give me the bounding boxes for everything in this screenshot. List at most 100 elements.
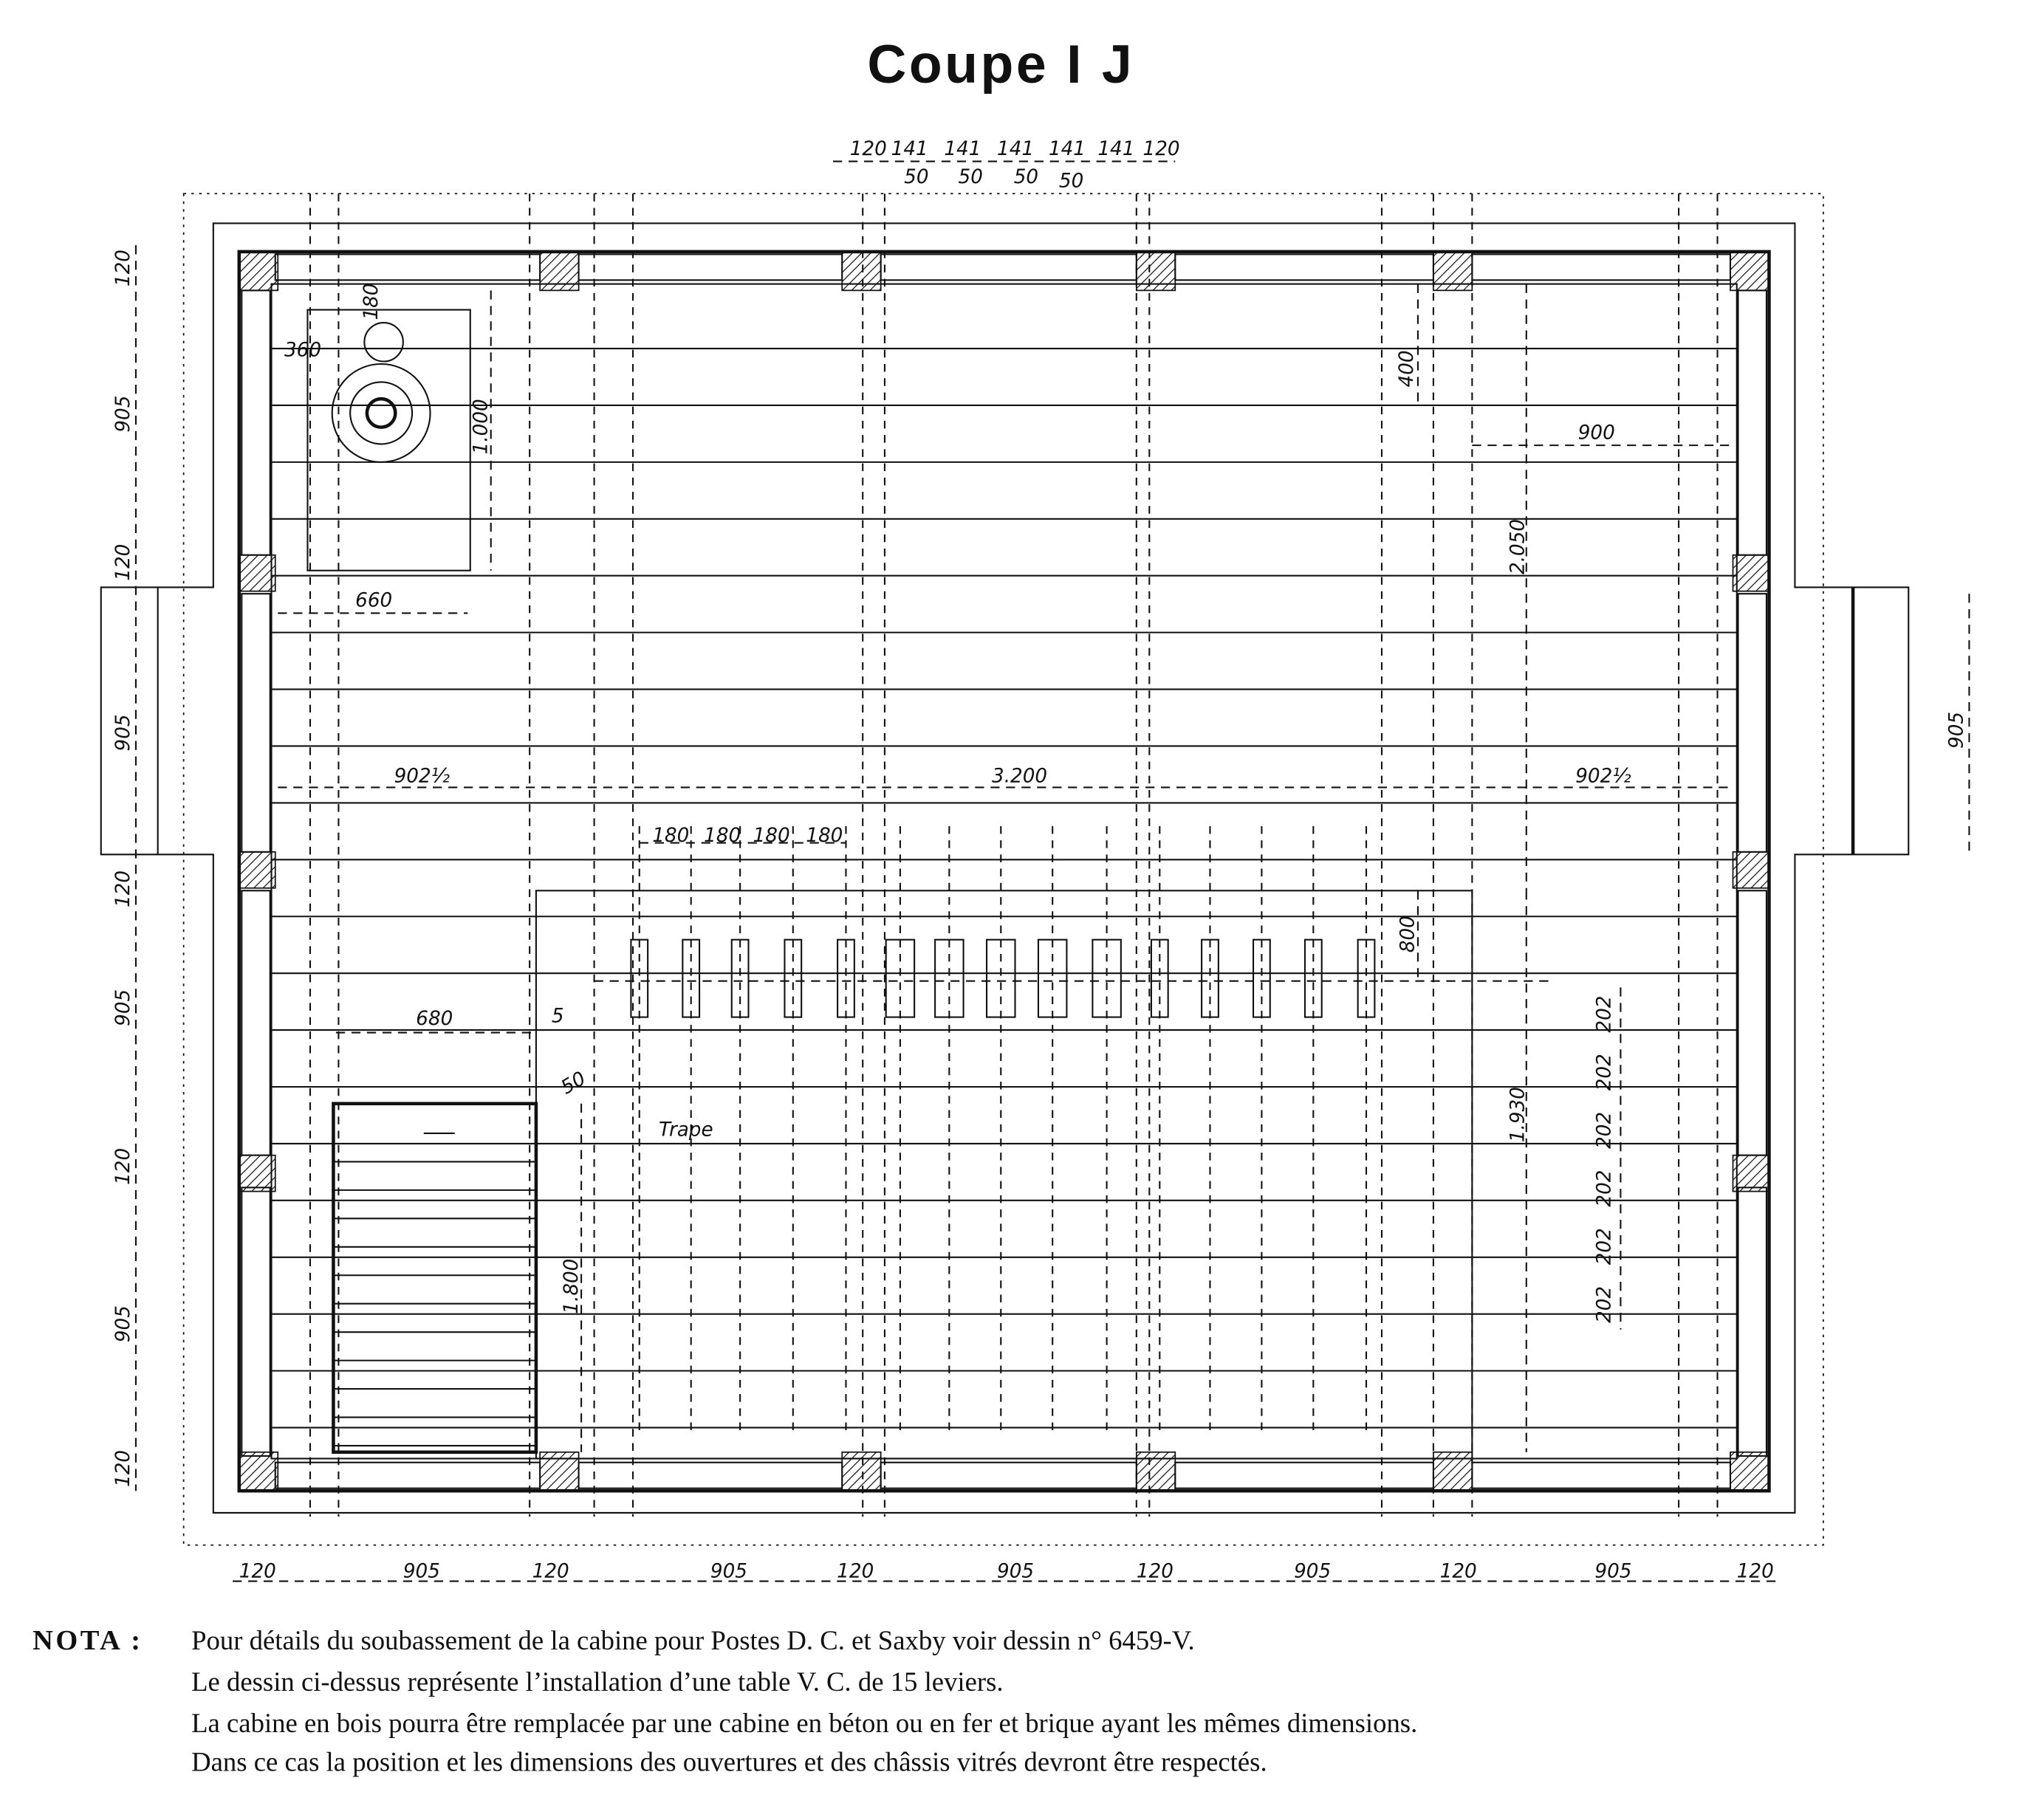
- corner-post: [539, 251, 580, 292]
- dim-label: 905: [1294, 1560, 1331, 1582]
- dim-label: 660: [355, 590, 392, 612]
- window-frame-top: [578, 253, 843, 281]
- window-frame-bottom: [274, 1461, 541, 1489]
- window-frame-bottom: [1174, 1461, 1434, 1489]
- lever-icon: [730, 938, 750, 1018]
- corner-post: [238, 251, 279, 292]
- corner-post: [841, 251, 882, 292]
- stove-pipe-icon: [363, 322, 404, 363]
- corner-post: [1730, 1451, 1770, 1492]
- dim-label: 1.800: [561, 1259, 583, 1314]
- window-frame-right: [1737, 1187, 1768, 1457]
- stove-area: [306, 309, 471, 571]
- dim-label: 141: [1049, 138, 1086, 160]
- dim-label: 202: [1593, 1170, 1615, 1207]
- dim-label: 905: [1594, 1560, 1631, 1582]
- lever-icon: [837, 938, 855, 1018]
- dim-label: 50: [959, 166, 983, 188]
- wall-post: [238, 554, 276, 592]
- lever-icon: [1357, 938, 1376, 1018]
- interior-dimensions: 180 360 1.000 660 902½ 3.200 902½ 180 18…: [278, 284, 1731, 1452]
- dim-label: 50: [558, 1068, 590, 1099]
- dim-label: 50: [1014, 166, 1038, 188]
- window-frame-top: [880, 253, 1137, 281]
- dim-label: 905: [112, 1305, 134, 1342]
- dim-label: 120: [1440, 1560, 1477, 1582]
- dim-label: 141: [1097, 138, 1134, 160]
- window-frame-right: [1737, 289, 1768, 556]
- dim-label: 120: [837, 1560, 874, 1582]
- window-frame-top: [274, 253, 541, 281]
- dim-label: 141: [997, 138, 1034, 160]
- dim-label: 2.050: [1507, 519, 1529, 574]
- outer-wall: [237, 250, 1771, 1493]
- corner-post: [238, 1451, 279, 1492]
- dim-label: 180: [360, 284, 383, 320]
- nota-line: La cabine en bois pourra être remplacée …: [191, 1708, 1417, 1738]
- window-frame-left: [241, 593, 271, 853]
- window-frame-right: [1737, 890, 1768, 1156]
- dim-label: 905: [1946, 712, 1968, 749]
- cabin-outline: [100, 222, 1910, 1514]
- window-frame-bottom: [880, 1461, 1137, 1489]
- lever-icon: [1150, 938, 1169, 1018]
- dim-label: 400: [1396, 350, 1418, 387]
- dim-label: 202: [1593, 1054, 1615, 1091]
- wall-post: [1732, 1154, 1770, 1192]
- left-dimensions: 120 905 120 905 120 905 120 905 120: [112, 250, 134, 1487]
- dim-label: 905: [112, 396, 134, 433]
- dim-label: 120: [850, 138, 887, 160]
- dim-label: 120: [112, 1148, 134, 1185]
- dim-label: 180: [753, 825, 790, 847]
- dim-label: 905: [710, 1560, 747, 1582]
- stove: [306, 309, 471, 571]
- dim-label: 5: [552, 1006, 564, 1028]
- nota-label: NOTA :: [32, 1625, 143, 1656]
- dim-label: 120: [112, 250, 134, 286]
- inner-wall: [270, 283, 1738, 1460]
- dim-label: 141: [891, 138, 928, 160]
- dim-label: 141: [944, 138, 981, 160]
- lever-icon: [1037, 938, 1068, 1018]
- window-frame-left: [241, 1187, 271, 1457]
- stove-flue-icon: [365, 396, 397, 429]
- dim-label: 202: [1593, 1112, 1615, 1149]
- nota-line: Dans ce cas la position et les dimension…: [191, 1747, 1267, 1777]
- dim-label: 902½: [1575, 765, 1631, 787]
- top-dimensions: 120 141 141 141 141 141 120 50 50 50 50: [832, 138, 1180, 192]
- window-frame-bottom: [578, 1461, 843, 1489]
- window-frame-left: [241, 289, 271, 556]
- dim-label: 3.200: [992, 765, 1047, 787]
- dim-label: 1.930: [1507, 1087, 1529, 1142]
- dim-label: 202: [1593, 1286, 1615, 1323]
- corner-post: [1730, 251, 1770, 292]
- plan-geometry: [238, 193, 1770, 1517]
- bottom-dimensions: 120 905 120 905 120 905 120 905 120 905 …: [239, 1560, 1774, 1582]
- dim-label: 120: [532, 1560, 569, 1582]
- dim-label: 902½: [394, 765, 450, 787]
- wall-post: [1732, 851, 1770, 889]
- window-frame-top: [1174, 253, 1434, 281]
- dim-label: 120: [1143, 138, 1180, 160]
- dim-label: 180: [704, 825, 741, 847]
- dim-label: 202: [1593, 996, 1615, 1033]
- lever-icon: [784, 938, 803, 1018]
- dim-label: 120: [112, 544, 134, 581]
- foundation-outline: [182, 193, 1824, 1546]
- dim-label: 905: [112, 714, 134, 751]
- dim-label: 120: [1137, 1560, 1173, 1582]
- dim-label: 202: [1593, 1228, 1615, 1265]
- lever-icon: [1201, 938, 1219, 1018]
- lever-icon: [630, 938, 649, 1018]
- lever-icon: [985, 938, 1016, 1018]
- stove-body-icon: [331, 363, 431, 463]
- wall-post: [238, 851, 276, 889]
- dim-label: 120: [239, 1560, 276, 1582]
- wall-post: [1732, 554, 1770, 592]
- lever-table: [535, 890, 1473, 1460]
- dim-label: 1.000: [470, 399, 492, 454]
- dim-label: 900: [1578, 422, 1615, 444]
- nota-block: NOTA : Pour détails du soubassement de l…: [32, 1625, 1417, 1776]
- lever-icon: [1092, 938, 1122, 1018]
